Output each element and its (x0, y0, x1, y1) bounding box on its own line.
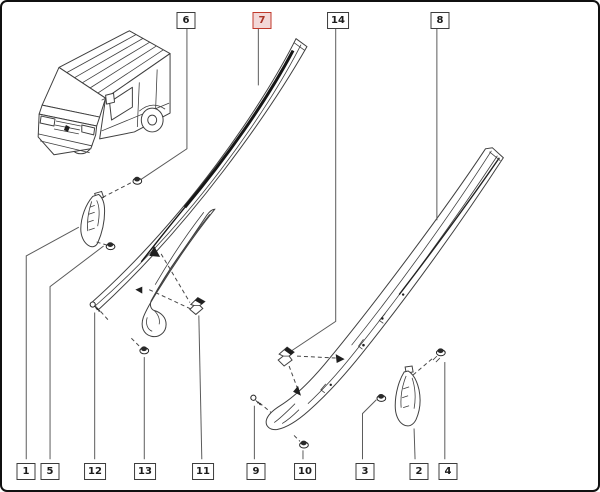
callout-1[interactable]: 1 (16, 463, 36, 480)
left-lower-pillar-trim (141, 208, 216, 338)
leader-line-6 (139, 28, 188, 181)
callout-14[interactable]: 14 (327, 12, 349, 29)
callout-9[interactable]: 9 (246, 463, 266, 480)
clip-11 (189, 296, 206, 316)
callout-2[interactable]: 2 (409, 463, 429, 480)
leader-line-14 (290, 26, 337, 352)
van-thumbnail (37, 30, 171, 156)
arrowhead (149, 246, 161, 257)
leader-line-2 (413, 428, 416, 460)
nut-upper-left (132, 176, 143, 185)
left-pillar-trim-strip (90, 37, 308, 311)
callout-5[interactable]: 5 (40, 463, 60, 480)
clip-14 (277, 346, 295, 367)
van-mirror (105, 92, 116, 105)
callout-7[interactable]: 7 (252, 12, 272, 29)
arrowhead (335, 354, 345, 364)
callout-12[interactable]: 12 (84, 463, 106, 480)
fasteners (89, 176, 446, 449)
van-headlight-left (39, 115, 56, 127)
leader-line-1 (25, 226, 80, 460)
callout-6[interactable]: 6 (176, 12, 196, 29)
leader-line-5 (49, 245, 104, 460)
right-corner-trim (394, 365, 421, 427)
nut-3 (376, 393, 387, 402)
leader-lines (25, 26, 446, 460)
screw-4 (432, 347, 446, 363)
callout-13[interactable]: 13 (134, 463, 156, 480)
leader-line-11 (198, 315, 203, 460)
nut-10 (299, 440, 309, 449)
van-logo (63, 124, 70, 132)
left-corner-trim (80, 190, 106, 248)
leader-line-3 (361, 399, 377, 460)
callout-3[interactable]: 3 (355, 463, 375, 480)
arrowhead (293, 385, 301, 396)
mounting-dashed-lines (96, 182, 434, 442)
callout-4[interactable]: 4 (438, 463, 458, 480)
van-headlight-right (81, 124, 96, 136)
callout-11[interactable]: 11 (192, 463, 214, 480)
arrowhead (135, 286, 143, 294)
callout-8[interactable]: 8 (430, 12, 450, 29)
right-pillar-trim-strip (265, 147, 504, 431)
callout-10[interactable]: 10 (294, 463, 316, 480)
nut-13 (139, 345, 150, 355)
screw-9 (250, 394, 263, 407)
nut-lower-left (105, 241, 116, 251)
